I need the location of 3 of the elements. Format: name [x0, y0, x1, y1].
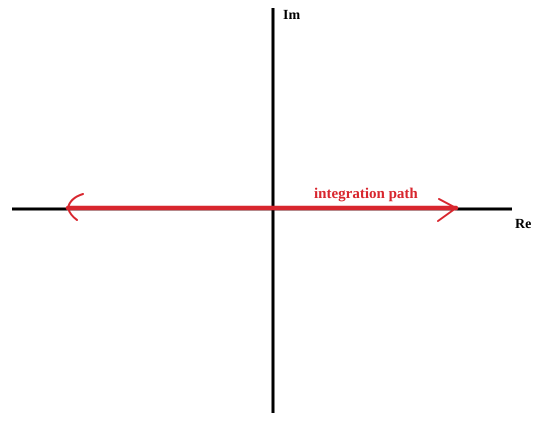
axis-label: Im: [283, 9, 300, 23]
path-label: integration path: [314, 187, 418, 202]
axis-label: Re: [515, 218, 532, 232]
